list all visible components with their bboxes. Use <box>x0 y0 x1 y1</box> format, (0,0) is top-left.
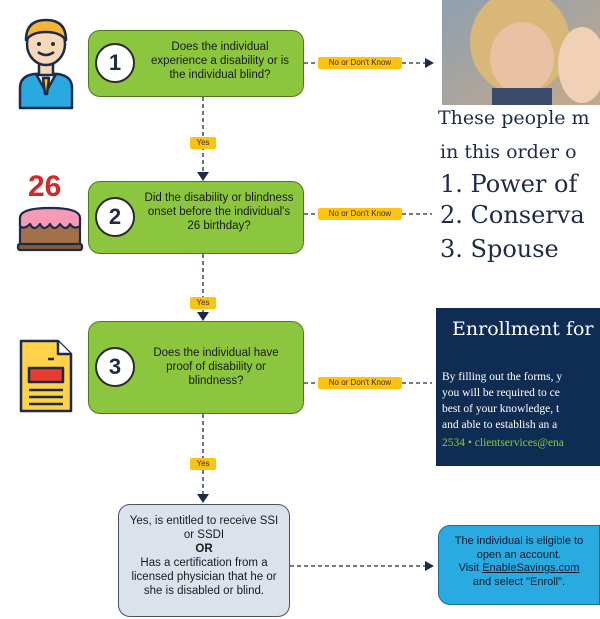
eligible-visit: Visit <box>458 562 483 574</box>
photo-intro-line-1: These people m <box>438 107 590 129</box>
step-1-number: 1 <box>95 43 135 83</box>
photo-list-item-2: 2. Conserva <box>440 201 585 229</box>
step-1-question: Does the individual experience a disabil… <box>150 41 290 81</box>
enrollment-panel <box>436 308 600 466</box>
eligible-line-1: The individual is eligible to open an ac… <box>454 535 584 561</box>
no-label-1: No or Don't Know <box>318 57 402 69</box>
step-3-question: Does the individual have proof of disabi… <box>153 347 279 387</box>
enrollment-line-4: and able to establish an a <box>442 419 558 431</box>
enrollment-line-3: best of your knowledge, t <box>442 403 560 415</box>
photo-list-item-1: 1. Power of <box>440 170 578 198</box>
eligible-line-2: and select "Enroll". <box>472 575 566 588</box>
step-3-number: 3 <box>95 347 135 387</box>
arrowhead-eligible <box>425 561 434 571</box>
enrollment-contact-line: 2534 • clientservices@ena <box>442 437 564 449</box>
entitled-box: Yes, is entitled to receive SSI or SSDI … <box>118 504 290 617</box>
step-2-question: Did the disability or blindness onset be… <box>144 192 294 232</box>
yes-label-1: Yes <box>190 137 216 149</box>
entitled-line-2: Has a certification from a licensed phys… <box>131 557 277 597</box>
enrollment-line-1: By filling out the forms, y <box>442 371 563 383</box>
no-label-3: No or Don't Know <box>318 377 402 389</box>
yes-label-3: Yes <box>190 458 216 470</box>
no-label-2: No or Don't Know <box>318 208 402 220</box>
arrowhead-no-1 <box>425 58 434 68</box>
document-icon <box>19 339 73 413</box>
arrowhead-to-step2 <box>197 172 209 181</box>
eligible-box: The individual is eligible to open an ac… <box>438 525 600 605</box>
cake-number: 26 <box>28 170 62 203</box>
birthday-cake-icon: 26 <box>14 170 86 252</box>
enrollment-title: Enrollment for <box>452 318 594 340</box>
arrowhead-to-step3 <box>197 312 209 321</box>
family-photo <box>442 0 600 105</box>
entitled-or: OR <box>195 543 213 555</box>
photo-intro-line-2: in this order o <box>440 141 577 163</box>
person-icon <box>18 18 74 110</box>
enable-savings-link[interactable]: EnableSavings.com <box>482 562 580 574</box>
entitled-line-1: Yes, is entitled to receive SSI or SSDI <box>129 515 279 541</box>
enrollment-line-2: you will be required to ce <box>442 387 560 399</box>
arrowhead-to-entitled <box>197 494 209 503</box>
photo-list-item-3: 3. Spouse <box>440 235 559 263</box>
yes-label-2: Yes <box>190 297 216 309</box>
step-2-number: 2 <box>95 197 135 237</box>
